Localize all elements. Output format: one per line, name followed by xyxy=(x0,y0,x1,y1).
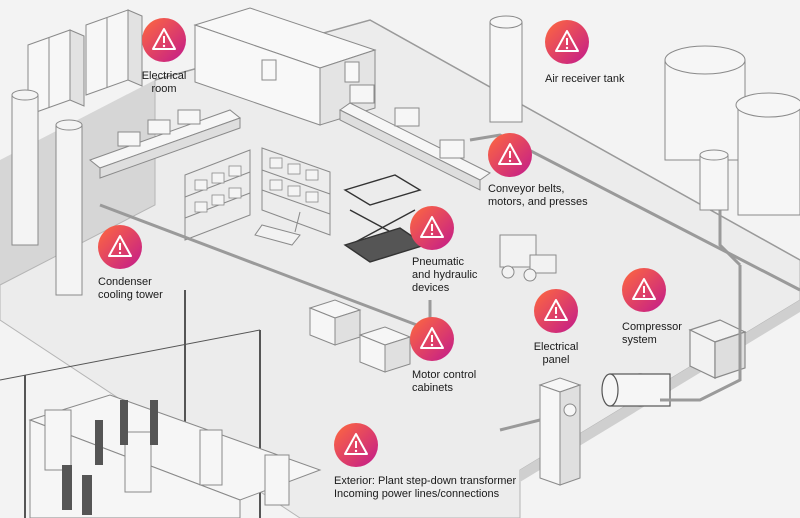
label-line: Electrical xyxy=(533,341,579,353)
label-motor-control: Motor control cabinets xyxy=(412,369,476,395)
conveyor-right xyxy=(339,84,491,191)
process-building xyxy=(193,7,377,126)
label-line: panel xyxy=(542,354,570,366)
warning-triangle-icon xyxy=(488,133,532,177)
electrical-panel-unit xyxy=(538,377,582,486)
label-line: Exterior: Plant step-down transformer xyxy=(334,475,517,487)
label-line: Conveyor belts, xyxy=(488,183,565,195)
label-line: Compressor xyxy=(622,321,682,333)
air-receiver-tanks xyxy=(489,15,800,216)
compressor-unit xyxy=(601,319,747,407)
warning-triangle-icon xyxy=(410,206,454,250)
label-pneumatic: Pneumatic and hydraulic devices xyxy=(412,256,477,295)
label-conveyor: Conveyor belts, motors, and presses xyxy=(488,183,588,209)
forklift xyxy=(499,234,557,282)
label-line: room xyxy=(151,83,177,95)
warning-triangle-icon xyxy=(334,423,378,467)
label-line: Motor control xyxy=(412,369,477,381)
label-line: system xyxy=(622,334,657,346)
label-line: Condenser xyxy=(98,276,152,288)
label-compressor: Compressor system xyxy=(622,321,682,347)
label-line: cabinets xyxy=(412,382,453,394)
label-electrical-panel: Electrical panel xyxy=(522,341,590,367)
warning-triangle-icon xyxy=(545,20,589,64)
label-air-receiver-tank: Air receiver tank xyxy=(545,73,624,86)
condenser-towers xyxy=(11,89,83,296)
warning-triangle-icon xyxy=(98,225,142,269)
label-line: motors, and presses xyxy=(488,196,588,208)
conveyor-upper xyxy=(88,109,242,179)
warning-triangle-icon xyxy=(410,317,454,361)
label-line: and hydraulic xyxy=(412,269,478,281)
label-exterior: Exterior: Plant step-down transformer In… xyxy=(334,475,516,501)
label-condenser: Condenser cooling tower xyxy=(98,276,163,302)
warning-triangle-icon xyxy=(622,268,666,312)
label-line: Pneumatic xyxy=(412,256,464,268)
warning-triangle-icon xyxy=(534,289,578,333)
label-line: Incoming power lines/connections xyxy=(334,488,500,500)
pallet-jack xyxy=(254,211,301,246)
shelf-boxes xyxy=(194,157,319,213)
label-line: cooling tower xyxy=(98,289,163,301)
label-electrical-room: Electrical room xyxy=(128,70,200,96)
label-line: Air receiver tank xyxy=(545,73,625,85)
label-line: Electrical xyxy=(141,70,187,82)
motor-control-units xyxy=(308,299,412,373)
warning-triangle-icon xyxy=(142,18,186,62)
label-line: devices xyxy=(412,282,450,294)
electrical-room-cabinets xyxy=(27,9,143,116)
insulators xyxy=(62,400,158,515)
